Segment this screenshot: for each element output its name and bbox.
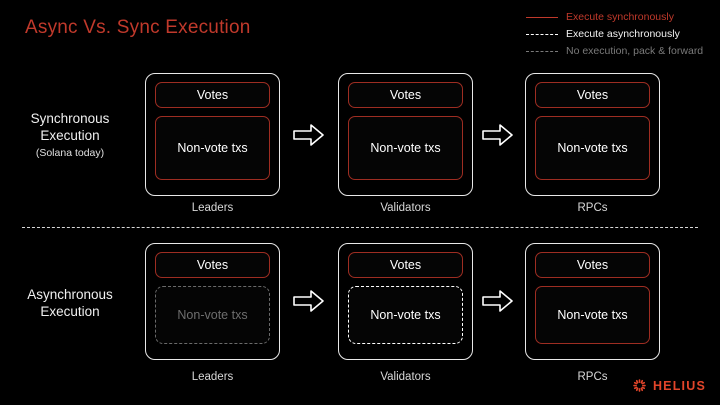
legend-item-execute-synchronously: Execute synchronously [526,8,712,25]
box-non-vote-txs[interactable]: Non-vote txs [348,286,463,344]
legend-label: No execution, pack & forward [566,44,704,57]
column-caption-validators: Validators [380,371,431,383]
row-label-asynchronous: Asynchronous Execution [0,286,140,320]
box-votes[interactable]: Votes [535,82,650,108]
node-group-sync-validators[interactable]: Votes Non-vote txs [338,73,473,196]
arrow-right-icon [292,122,326,148]
column-caption-rpcs: RPCs [577,371,608,383]
node-group-async-leaders[interactable]: Votes Non-vote txs [145,243,280,360]
node-group-async-validators[interactable]: Votes Non-vote txs [338,243,473,360]
legend-item-no-execution: No execution, pack & forward [526,42,712,59]
row-label-line2: Execution [40,128,100,143]
box-non-vote-txs[interactable]: Non-vote txs [348,116,463,180]
brand-name: HELIUS [652,378,706,393]
sunburst-ring-icon [633,379,646,392]
legend-label: Execute asynchronously [566,27,680,40]
box-non-vote-txs[interactable]: Non-vote txs [535,116,650,180]
column-caption-leaders: Leaders [191,202,234,214]
box-votes[interactable]: Votes [155,82,270,108]
node-group-async-rpcs[interactable]: Votes Non-vote txs [525,243,660,360]
column-caption-leaders: Leaders [191,371,234,383]
box-votes[interactable]: Votes [535,252,650,278]
node-group-sync-rpcs[interactable]: Votes Non-vote txs [525,73,660,196]
page-title: Async Vs. Sync Execution [25,17,251,38]
column-caption-rpcs: RPCs [577,202,608,214]
box-non-vote-txs[interactable]: Non-vote txs [535,286,650,344]
section-divider [22,227,698,228]
arrow-right-icon [481,122,515,148]
column-caption-validators: Validators [380,202,431,214]
row-label-line1: Synchronous [30,111,110,126]
box-votes[interactable]: Votes [155,252,270,278]
box-votes[interactable]: Votes [348,252,463,278]
legend-item-execute-asynchronously: Execute asynchronously [526,25,712,42]
legend: Execute synchronously Execute asynchrono… [526,8,712,59]
row-label-line2: Execution [40,304,100,319]
box-non-vote-txs[interactable]: Non-vote txs [155,116,270,180]
row-label-synchronous: Synchronous Execution (Solana today) [0,110,140,162]
node-group-sync-leaders[interactable]: Votes Non-vote txs [145,73,280,196]
box-non-vote-txs[interactable]: Non-vote txs [155,286,270,344]
row-sublabel: (Solana today) [35,147,105,159]
helius-logo: HELIUS [632,378,706,393]
arrow-right-icon [481,288,515,314]
row-label-line1: Asynchronous [27,287,113,302]
arrow-right-icon [292,288,326,314]
legend-label: Execute synchronously [566,10,674,23]
box-votes[interactable]: Votes [348,82,463,108]
